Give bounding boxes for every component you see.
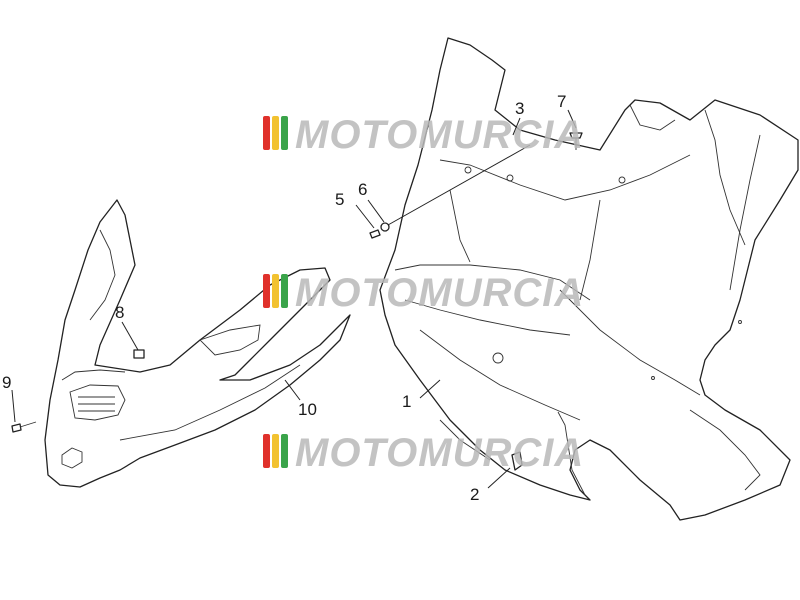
callout-2: 2 <box>470 485 479 504</box>
watermark-stripe-red <box>263 116 270 150</box>
watermark-bottom: MOTOMURCIA <box>263 431 584 475</box>
callout-6: 6 <box>358 180 367 199</box>
watermark-top: MOTOMURCIA <box>263 113 584 157</box>
watermark-stripe-green <box>281 116 288 150</box>
watermark-stripe-yellow <box>272 434 279 468</box>
watermark-stripe-green <box>281 434 288 468</box>
watermark-stripe-yellow <box>272 274 279 308</box>
clip-part <box>511 451 523 471</box>
callout-7: 7 <box>557 92 566 111</box>
leg-shield-panel <box>379 37 799 521</box>
callout-3: 3 <box>515 99 524 118</box>
watermark-stripe-red <box>263 274 270 308</box>
callout-9: 9 <box>2 373 11 392</box>
front-shield-panel <box>44 199 351 488</box>
watermark-text: MOTOMURCIA <box>295 431 584 475</box>
washer-6-icon <box>380 222 390 232</box>
callout-10: 10 <box>298 400 317 419</box>
watermark-text: MOTOMURCIA <box>295 113 584 157</box>
leader-lines <box>11 109 577 489</box>
watermark-stripe-green <box>281 274 288 308</box>
watermark-middle: MOTOMURCIA <box>263 271 584 315</box>
watermark-text: MOTOMURCIA <box>295 271 584 315</box>
screw-5-icon <box>369 229 381 239</box>
watermark-stripe-red <box>263 434 270 468</box>
clip-8-icon <box>133 349 145 359</box>
screw-7-icon <box>569 132 583 150</box>
callout-1: 1 <box>402 392 411 411</box>
screw-9-icon <box>11 421 37 433</box>
watermark-stripe-yellow <box>272 116 279 150</box>
callout-5: 5 <box>335 190 344 209</box>
callout-8: 8 <box>115 303 124 322</box>
